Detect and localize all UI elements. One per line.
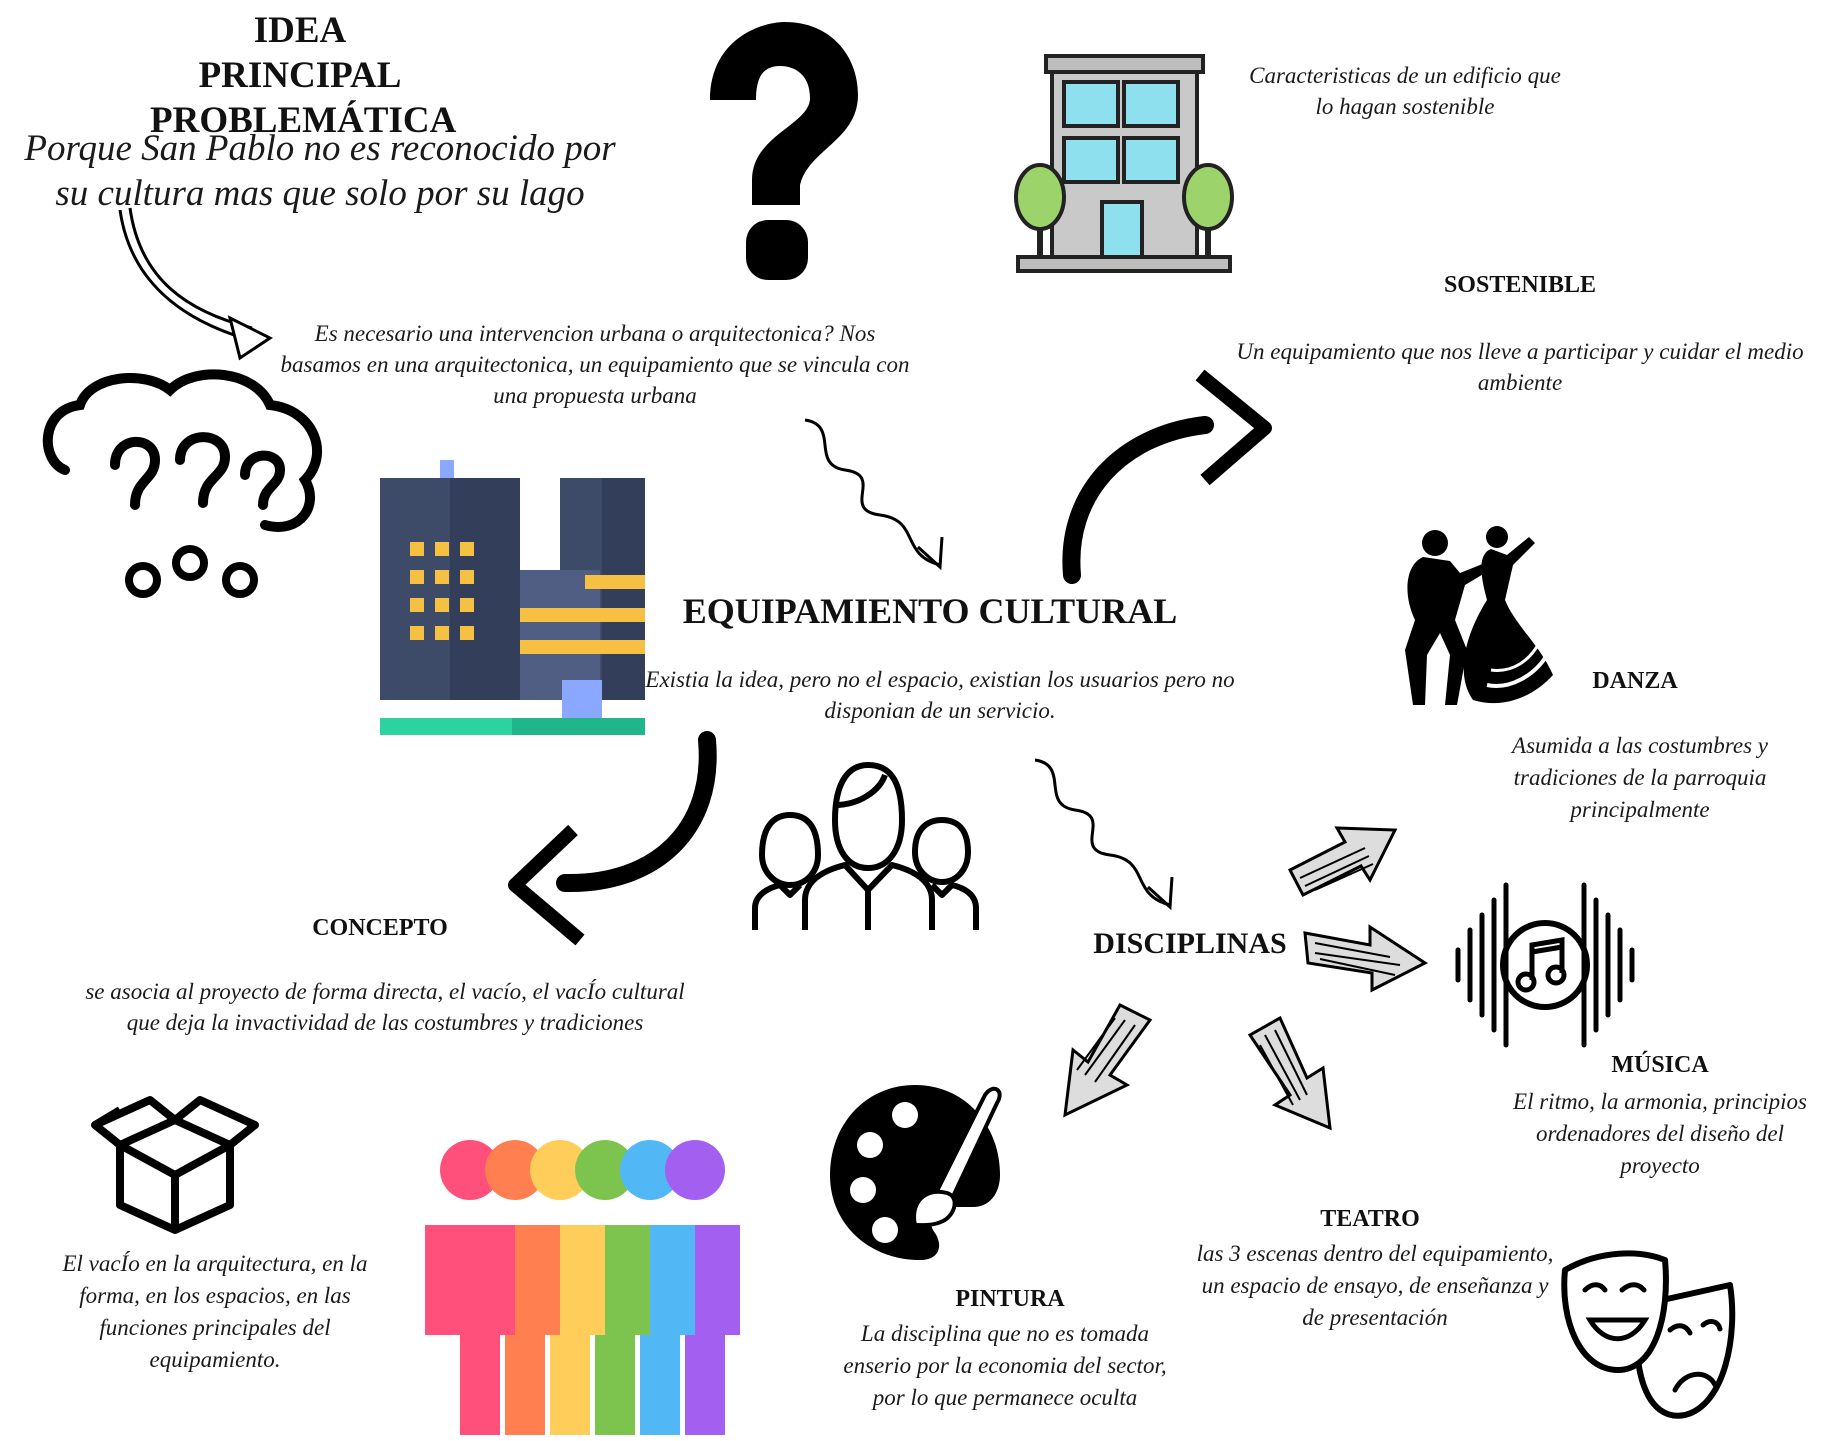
- edificio-text: Caracteristicas de un edificio que lo ha…: [1249, 63, 1561, 119]
- sostenible-title: SOSTENIBLE: [1443, 272, 1597, 298]
- curved-arrow-up-icon: [1062, 369, 1272, 584]
- thinking-questions-icon: [42, 369, 323, 598]
- danza-title: DANZA: [1592, 668, 1678, 694]
- theater-masks-icon: [1561, 1250, 1736, 1419]
- question-mark-icon: [710, 22, 858, 280]
- problema-description: Porque San Pablo no es reconocido por su…: [24, 128, 616, 214]
- hand-drawn-arrow-icon: [118, 207, 273, 361]
- teatro-title: TEATRO: [1320, 1206, 1420, 1232]
- sketch-arrow-icon-4: [1247, 1015, 1332, 1131]
- concepto-title: CONCEPTO: [312, 915, 448, 941]
- vacio-text: El vacÍo en la arquitectura, en la forma…: [62, 1251, 368, 1372]
- teatro-text: las 3 escenas dentro del equipamiento, u…: [1196, 1241, 1554, 1330]
- users-group-icon: [752, 762, 979, 930]
- problema-title-line1: IDEA PRINCIPAL: [198, 10, 402, 96]
- danza-text: Asumida a las costumbres y tradiciones d…: [1512, 733, 1768, 822]
- problema-title: IDEA PRINCIPAL PROBLEMÁTICA: [150, 8, 457, 143]
- wavy-arrow-icon-2: [1034, 758, 1174, 911]
- sustainable-building-icon: [1014, 54, 1234, 273]
- musica-text: El ritmo, la armonia, principios ordenad…: [1513, 1089, 1807, 1178]
- sketch-arrow-icon-3: [1063, 1003, 1153, 1118]
- paint-palette-icon: [830, 1085, 1002, 1260]
- sostenible-text: Un equipamiento que nos lleve a particip…: [1236, 339, 1804, 395]
- pintura-title: PINTURA: [955, 1286, 1065, 1312]
- wavy-arrow-icon: [804, 418, 944, 571]
- equipamiento-title: EQUIPAMIENTO CULTURAL: [682, 591, 1178, 631]
- pregunta-text: Es necesario una intervencion urbana o a…: [280, 321, 910, 408]
- disciplinas-title: DISCIPLINAS: [1093, 927, 1287, 960]
- problema-title-line2: PROBLEMÁTICA: [150, 100, 457, 141]
- equipamiento-text: Existia la idea, pero no el espacio, exi…: [645, 667, 1235, 723]
- musica-title: MÚSICA: [1611, 1052, 1709, 1078]
- diverse-people-icon: [425, 1140, 740, 1435]
- music-note-icon: [1455, 882, 1635, 1048]
- pintura-text: La disciplina que no es tomada enserio p…: [843, 1321, 1167, 1410]
- concepto-text: se asocia al proyecto de forma directa, …: [85, 979, 685, 1035]
- sketch-arrow-icon-2: [1303, 924, 1428, 993]
- curved-arrow-down-icon: [508, 731, 717, 946]
- city-building-icon: [380, 460, 645, 735]
- sketch-arrow-icon-1: [1287, 826, 1398, 898]
- dancers-icon: [1405, 526, 1553, 705]
- open-box-icon: [91, 1096, 259, 1234]
